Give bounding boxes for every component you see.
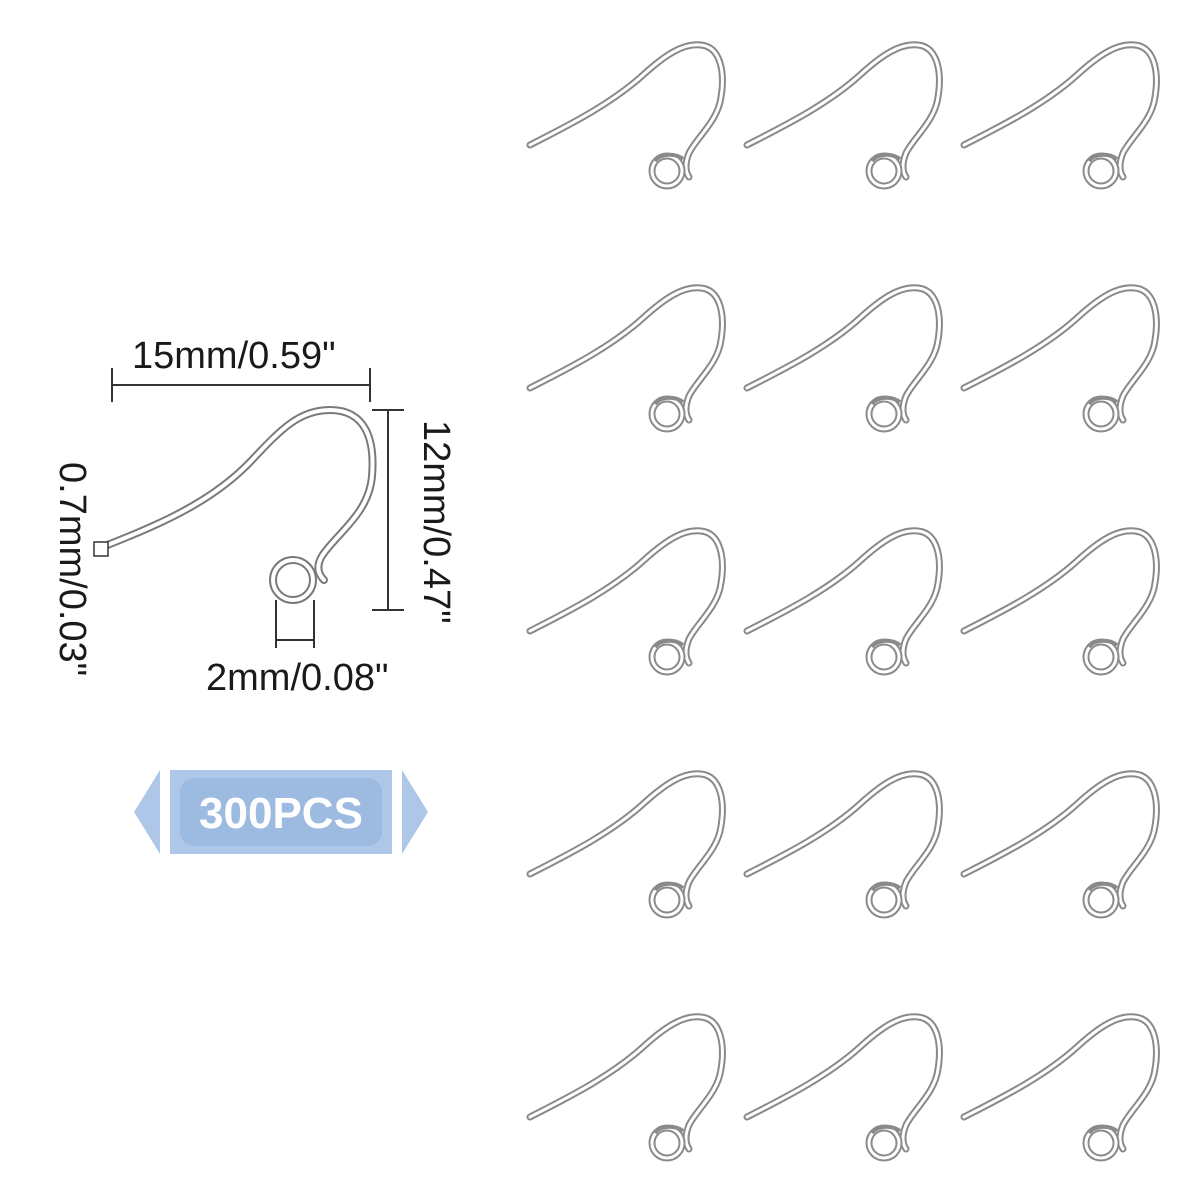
loop-label: 2mm/0.08" <box>206 657 388 699</box>
width-label: 15mm/0.59" <box>132 335 336 377</box>
earring-hook <box>747 45 939 186</box>
earring-hook <box>964 288 1156 429</box>
earring-hook <box>530 774 722 915</box>
dimension-diagram: 15mm/0.59" 12mm/0.47" 0.7mm/0.03" 2mm/0.… <box>51 335 457 699</box>
height-dimension-line <box>372 409 404 611</box>
quantity-badge: 300PCS <box>134 770 428 854</box>
earring-hook <box>530 45 722 186</box>
earring-hook <box>530 531 722 672</box>
earring-hook <box>964 531 1156 672</box>
earring-hook <box>530 288 722 429</box>
hook-diagram <box>93 406 377 604</box>
badge-right-arrow <box>402 770 428 854</box>
earring-hook <box>747 774 939 915</box>
badge-text: 300PCS <box>199 789 363 838</box>
loop-dimension-line <box>275 600 315 648</box>
earring-hook <box>964 1017 1156 1158</box>
hook-grid <box>530 45 1156 1158</box>
height-label: 12mm/0.47" <box>415 420 457 624</box>
width-dimension-line <box>111 368 371 402</box>
earring-hook <box>964 45 1156 186</box>
earring-hook <box>964 774 1156 915</box>
earring-hook <box>747 531 939 672</box>
earring-hook <box>530 1017 722 1158</box>
badge-inner <box>180 778 382 846</box>
earring-hook <box>747 1017 939 1158</box>
badge-left-arrow <box>134 770 160 854</box>
earring-hook <box>747 288 939 429</box>
wire-label: 0.7mm/0.03" <box>51 462 93 676</box>
